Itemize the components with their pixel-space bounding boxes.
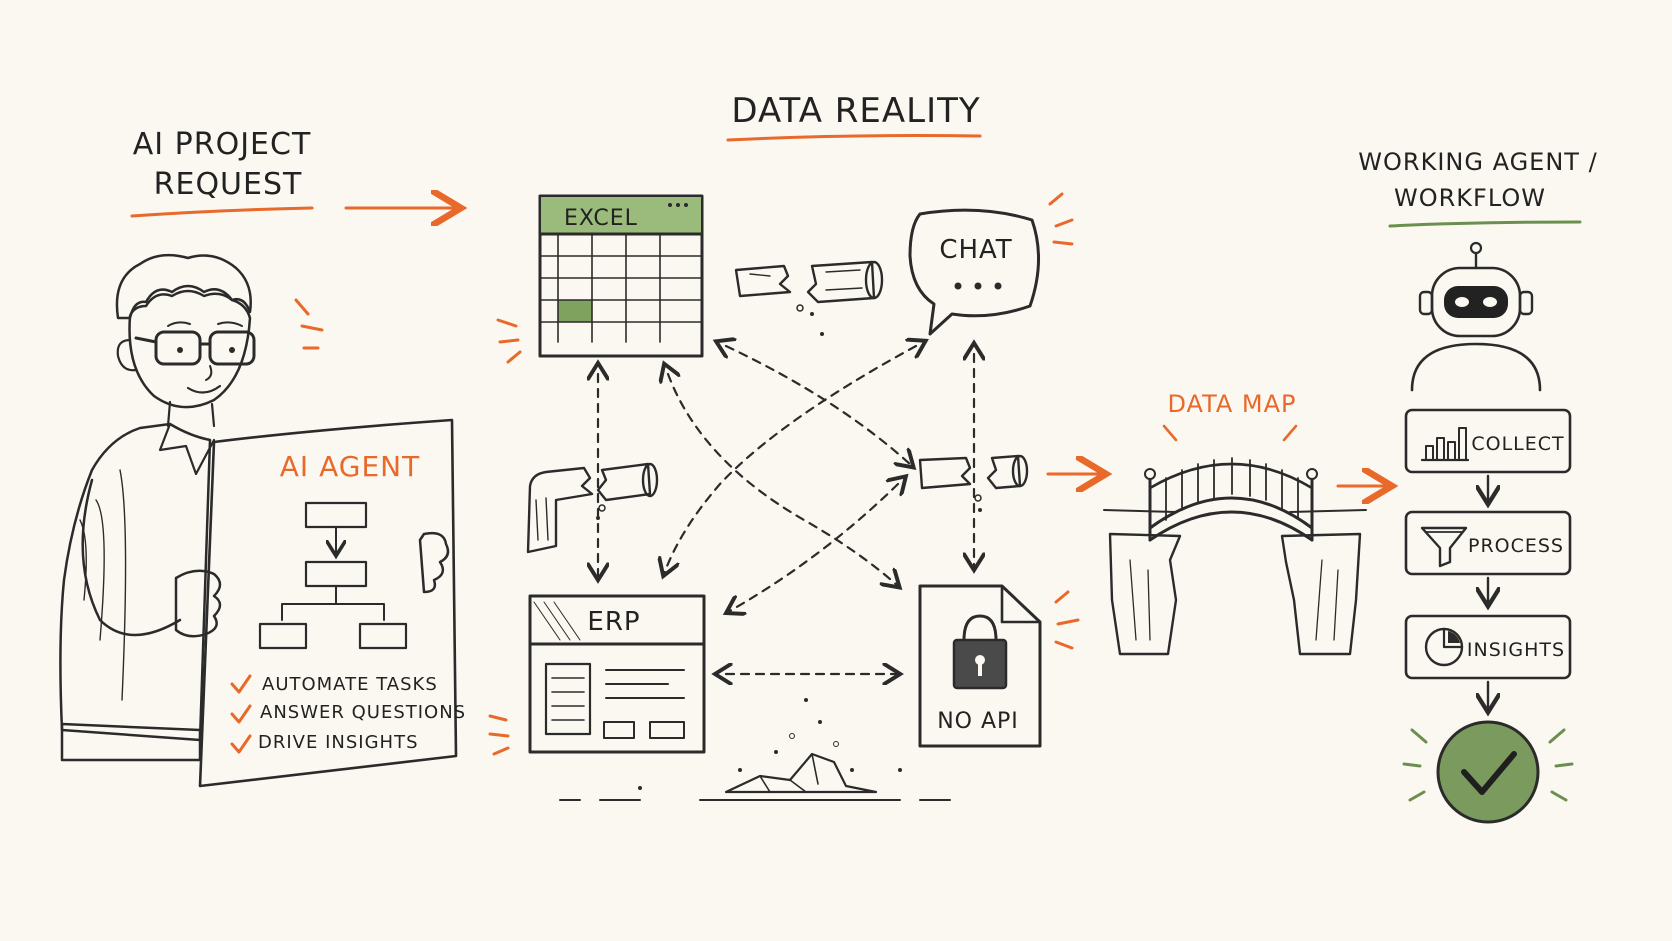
workflow-heading-underline bbox=[1388, 220, 1582, 228]
person-icon bbox=[59, 253, 450, 762]
step-insights-label: INSIGHTS bbox=[1467, 639, 1565, 661]
excel-alert-marks bbox=[496, 318, 522, 364]
excel-window: EXCEL bbox=[538, 194, 704, 358]
check-icon bbox=[230, 734, 252, 754]
checklist-item-3: DRIVE INSIGHTS bbox=[258, 732, 419, 753]
no-api-document: NO API bbox=[918, 584, 1042, 748]
poster-flowchart-icon bbox=[258, 501, 408, 650]
step-insights-box bbox=[1404, 614, 1572, 680]
chat-erp-link bbox=[664, 346, 916, 574]
rubble-icon bbox=[559, 698, 951, 801]
rightpipe-erp-link bbox=[728, 484, 898, 612]
excel-noapi-link bbox=[668, 374, 898, 586]
chat-alert-marks bbox=[1048, 192, 1074, 246]
step-collect-box bbox=[1404, 408, 1572, 474]
workflow-steps: COLLECT PROCESS INSIGHTS bbox=[1402, 408, 1574, 824]
data-reality-underline bbox=[726, 134, 982, 142]
erp-alert-marks bbox=[488, 714, 510, 756]
funnel-icon bbox=[1420, 526, 1468, 568]
checklist-item-1: AUTOMATE TASKS bbox=[262, 674, 438, 695]
request-heading-line1: AI PROJECT bbox=[133, 127, 312, 162]
data-map-marks bbox=[1162, 424, 1298, 442]
workflow-heading: WORKING AGENT / WORKFLOW bbox=[1358, 148, 1597, 228]
step-process-box bbox=[1404, 510, 1572, 576]
success-check-icon bbox=[1402, 720, 1574, 824]
poster-checklist: AUTOMATE TASKS ANSWER QUESTIONS DRIVE IN… bbox=[230, 674, 466, 754]
emphasis-marks bbox=[294, 298, 324, 350]
data-map-section: DATA MAP bbox=[1103, 390, 1367, 656]
step-process-label: PROCESS bbox=[1468, 535, 1564, 557]
request-heading-line2: REQUEST bbox=[154, 167, 303, 202]
request-heading-underline bbox=[130, 206, 314, 218]
request-heading: AI PROJECT REQUEST bbox=[130, 127, 314, 218]
erp-label: ERP bbox=[587, 607, 640, 637]
data-reality-heading: DATA REALITY bbox=[726, 91, 982, 142]
data-reality-title: DATA REALITY bbox=[731, 91, 980, 131]
pie-chart-icon bbox=[1424, 627, 1464, 667]
erp-window: ERP bbox=[528, 594, 706, 754]
chat-bubble-icon: CHAT bbox=[908, 208, 1040, 336]
step-collect-label: COLLECT bbox=[1471, 433, 1564, 455]
poster-title: AI AGENT bbox=[280, 450, 420, 483]
bridge-icon bbox=[1103, 457, 1367, 656]
checklist-item-2: ANSWER QUESTIONS bbox=[260, 702, 466, 723]
chat-label: CHAT bbox=[939, 235, 1012, 265]
robot-icon bbox=[1410, 241, 1542, 392]
check-icon bbox=[230, 704, 252, 724]
lock-icon bbox=[952, 614, 1008, 690]
ai-agent-poster: AI AGENT AUTOMATE TASKS ANSWER QUESTIONS… bbox=[198, 418, 466, 788]
workflow-heading-line1: WORKING AGENT / bbox=[1358, 148, 1597, 176]
check-icon bbox=[230, 674, 252, 694]
broken-elbow-pipe-icon bbox=[526, 462, 659, 554]
excel-label: EXCEL bbox=[564, 206, 638, 231]
data-map-label: DATA MAP bbox=[1167, 390, 1296, 418]
broken-pipe-icon bbox=[734, 260, 884, 336]
dashed-connections bbox=[598, 346, 974, 674]
workflow-heading-line2: WORKFLOW bbox=[1394, 184, 1546, 212]
bar-chart-icon bbox=[1420, 427, 1470, 462]
no-api-label: NO API bbox=[937, 709, 1019, 734]
noapi-alert-marks bbox=[1054, 590, 1080, 650]
